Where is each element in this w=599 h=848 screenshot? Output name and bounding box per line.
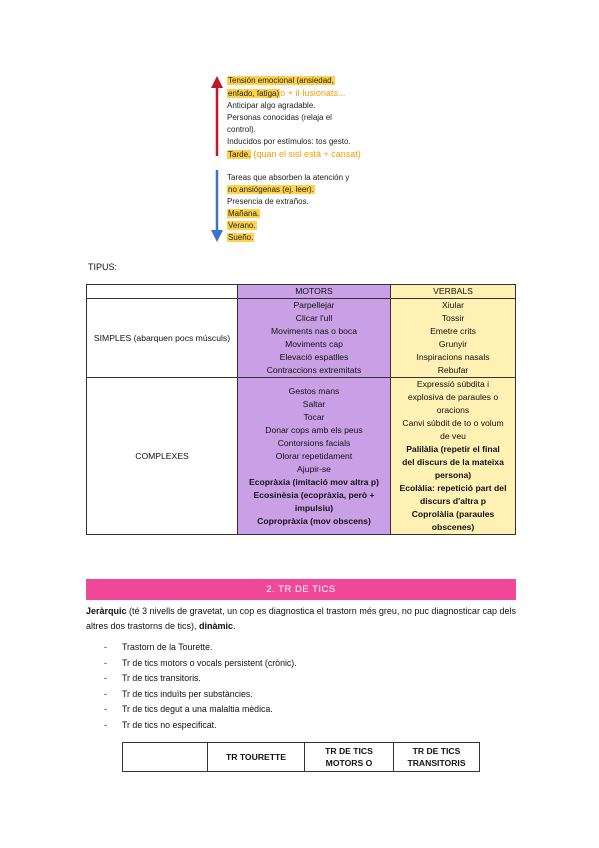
list-item: Ecosinèsia (ecopràxia, però + impulsiu) (253, 489, 375, 513)
header-motors: TR DE TICS MOTORS O (304, 742, 394, 772)
up-note: o + il·lusionats... (280, 88, 346, 98)
list-item: Tocar (303, 411, 325, 422)
list-item: Ecolàlia: repetició part del discurs d'a… (399, 483, 507, 506)
down-line: Mañana. (227, 209, 261, 218)
list-item: Ajupir-se (297, 463, 331, 474)
list-item: -Tr de tics motors o vocals persistent (… (104, 656, 297, 672)
motors-cell: Gestos mans Saltar Tocar Donar cops amb … (237, 377, 391, 535)
motors-cell: Parpellejar Clicar l'ull Moviments nas o… (237, 298, 391, 378)
list-item: Expressió súbdita i explosiva de paraule… (407, 379, 499, 415)
up-line: Personas conocidas (relaja el (227, 113, 332, 122)
intro-paragraph: Jeràrquic (té 3 nivells de gravetat, un … (86, 604, 516, 634)
intro-text: (té 3 nivells de gravetat, un cop es dia… (86, 606, 516, 631)
list-item-text: Tr de tics degut a una malaltia mèdica. (122, 704, 273, 714)
down-line: Presencia de extraños. (227, 197, 309, 206)
list-item: -Tr de tics transitoris. (104, 671, 297, 687)
table-row: SIMPLES (abarquen pocs músculs) Parpelle… (86, 298, 516, 378)
list-item: Copropràxia (mov obscens) (257, 515, 371, 526)
up-line: Inducidos por estímulos: tos gesto. (227, 137, 351, 146)
up-line: control). (227, 125, 256, 134)
table-header-row: TR TOURETTE TR DE TICS MOTORS O TR DE TI… (122, 742, 480, 772)
list-item: Donar cops amb els peus (265, 424, 363, 435)
header-transitoris: TR DE TICS TRANSITORIS (393, 742, 480, 772)
down-line: no ansiógenas (ej. leer). (227, 185, 315, 194)
list-item: Olorar repetidament (275, 450, 353, 461)
list-item: Coprolàlia (paraules obscenes) (411, 509, 495, 532)
disorder-list: -Trastorn de la Tourette. -Tr de tics mo… (104, 640, 297, 733)
list-item: Moviments cap (285, 339, 343, 349)
list-item: Elevació espatlles (279, 352, 349, 362)
list-item-text: Tr de tics transitoris. (122, 673, 201, 683)
list-item: Xiular (442, 300, 464, 310)
list-item: Gestos mans (288, 385, 340, 396)
down-arrow-icon (211, 170, 223, 242)
intro-bold-start: Jeràrquic (86, 606, 127, 616)
up-line: enfado, fatiga) (227, 89, 281, 98)
list-item: Grunyir (438, 339, 468, 349)
tic-types-table: MOTORS VERBALS SIMPLES (abarquen pocs mú… (86, 284, 516, 535)
row-label: COMPLEXES (86, 377, 238, 535)
list-item: -Tr de tics degut a una malaltia mèdica. (104, 702, 297, 718)
list-item: Contorsions facials (277, 437, 351, 448)
header-verbals: VERBALS (390, 284, 516, 299)
list-item: Emetre crits (430, 326, 476, 336)
verbals-cell: Xiular Tossir Emetre crits Grunyir Inspi… (390, 298, 516, 378)
intro-bold-end: dinàmic (199, 621, 234, 631)
header-motors: MOTORS (237, 284, 391, 299)
intro-tail: . (233, 621, 236, 631)
up-line: Tarde. (227, 150, 252, 159)
list-item: Contraccions extremitats (266, 365, 362, 375)
list-item-text: Tr de tics no especificat. (122, 719, 217, 730)
decrease-factors-list: Tareas que absorben la atención y no ans… (227, 172, 349, 244)
down-line: Sueño. (227, 233, 255, 242)
list-item: Canvi súbdit de to o volum de veu (402, 418, 504, 441)
down-line: Verano. (227, 221, 257, 230)
verbals-cell: Expressió súbdita i explosiva de paraule… (390, 377, 516, 535)
list-item-text: Trastorn de la Tourette. (122, 642, 213, 652)
up-line: Tensión emocional (ansiedad, (227, 76, 335, 85)
list-item: Ecopràxia (imitació mov altra p) (249, 476, 379, 487)
section-title: 2. TR DE TICS (266, 584, 336, 595)
list-item: Clicar l'ull (295, 313, 333, 323)
list-item: Parpellejar (293, 300, 335, 310)
increase-factors-list: Tensión emocional (ansiedad, enfado, fat… (227, 75, 361, 161)
list-item: -Tr de tics induïts per substàncies. (104, 687, 297, 703)
header-empty (86, 284, 238, 299)
header-empty (122, 742, 208, 772)
tipus-label: TIPUS: (88, 262, 118, 272)
row-label: SIMPLES (abarquen pocs músculs) (86, 298, 238, 378)
up-line: Anticipar algo agradable. (227, 101, 316, 110)
disorders-comparison-table: TR TOURETTE TR DE TICS MOTORS O TR DE TI… (122, 742, 480, 772)
list-item: Palilàlia (repetir el final del discurs … (402, 444, 504, 480)
list-item: -Tr de tics no especificat. (104, 718, 297, 734)
table-header-row: MOTORS VERBALS (86, 284, 516, 299)
list-item: Saltar (302, 398, 326, 409)
table-row: COMPLEXES Gestos mans Saltar Tocar Donar… (86, 377, 516, 535)
up-arrow-icon (211, 76, 223, 156)
list-item: Rebufar (437, 365, 469, 375)
header-tourette: TR TOURETTE (207, 742, 305, 772)
list-item: Tossir (441, 313, 465, 323)
tic-modulators-diagram: Tensión emocional (ansiedad, enfado, fat… (205, 72, 405, 252)
list-item: Moviments nas o boca (271, 326, 357, 336)
down-line: Tareas que absorben la atención y (227, 173, 350, 182)
up-note: (quan el sisl està + cansat) (253, 149, 361, 159)
list-item-text: Tr de tics motors o vocals persistent (c… (122, 657, 297, 668)
list-item: -Trastorn de la Tourette. (104, 640, 297, 656)
list-item: Inspiracions nasals (416, 352, 490, 362)
section-header: 2. TR DE TICS (86, 579, 516, 600)
arrows-graphic (211, 76, 223, 242)
list-item-text: Tr de tics induïts per substàncies. (122, 688, 253, 699)
